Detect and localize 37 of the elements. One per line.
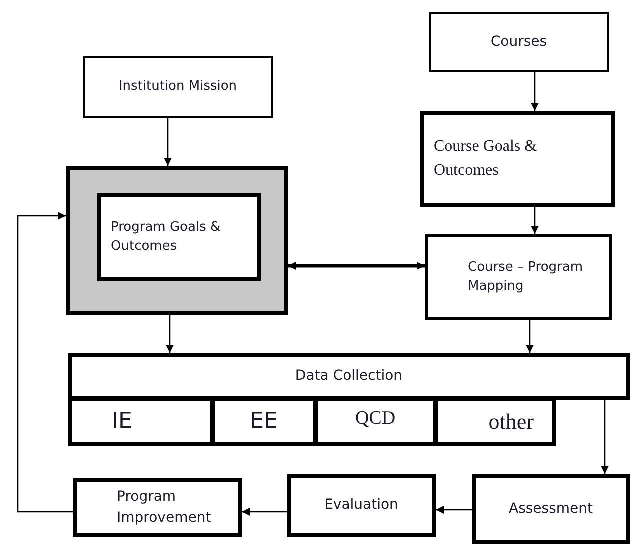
box-label: Courses xyxy=(490,32,548,52)
box-label: Data Collection xyxy=(295,367,403,386)
box-label: Assessment xyxy=(509,500,593,518)
box-label: EE xyxy=(250,408,278,436)
box-label: Program Improvement xyxy=(117,488,212,528)
process-box xyxy=(97,193,261,281)
box-label: Course – Program Mapping xyxy=(468,258,584,296)
arrow xyxy=(166,315,174,353)
box-label: other xyxy=(488,408,534,436)
arrow xyxy=(242,508,287,516)
process-box xyxy=(425,234,612,320)
process-box xyxy=(83,56,273,118)
process-box xyxy=(68,353,630,400)
box-label: IE xyxy=(112,408,132,436)
arrow xyxy=(601,400,609,474)
box-label: QCD xyxy=(355,407,396,431)
process-box xyxy=(314,397,437,446)
process-box xyxy=(287,474,436,537)
process-box xyxy=(68,397,214,446)
box-label: Institution Mission xyxy=(118,78,238,96)
box-label: Program Goals & Outcomes xyxy=(111,218,222,256)
process-box xyxy=(434,397,556,446)
process-box xyxy=(472,474,630,544)
box-label: Evaluation xyxy=(324,496,398,515)
arrow xyxy=(288,262,425,270)
arrow xyxy=(164,118,172,166)
box-label: Course Goals & Outcomes xyxy=(434,137,538,181)
arrow xyxy=(17,212,73,513)
arrow xyxy=(531,207,539,234)
process-box xyxy=(73,478,242,537)
process-box xyxy=(211,397,317,446)
arrow xyxy=(436,506,472,514)
arrow xyxy=(531,72,539,111)
process-box xyxy=(420,111,615,207)
process-box xyxy=(429,12,609,72)
frame-box xyxy=(66,166,288,315)
arrow xyxy=(526,320,534,353)
